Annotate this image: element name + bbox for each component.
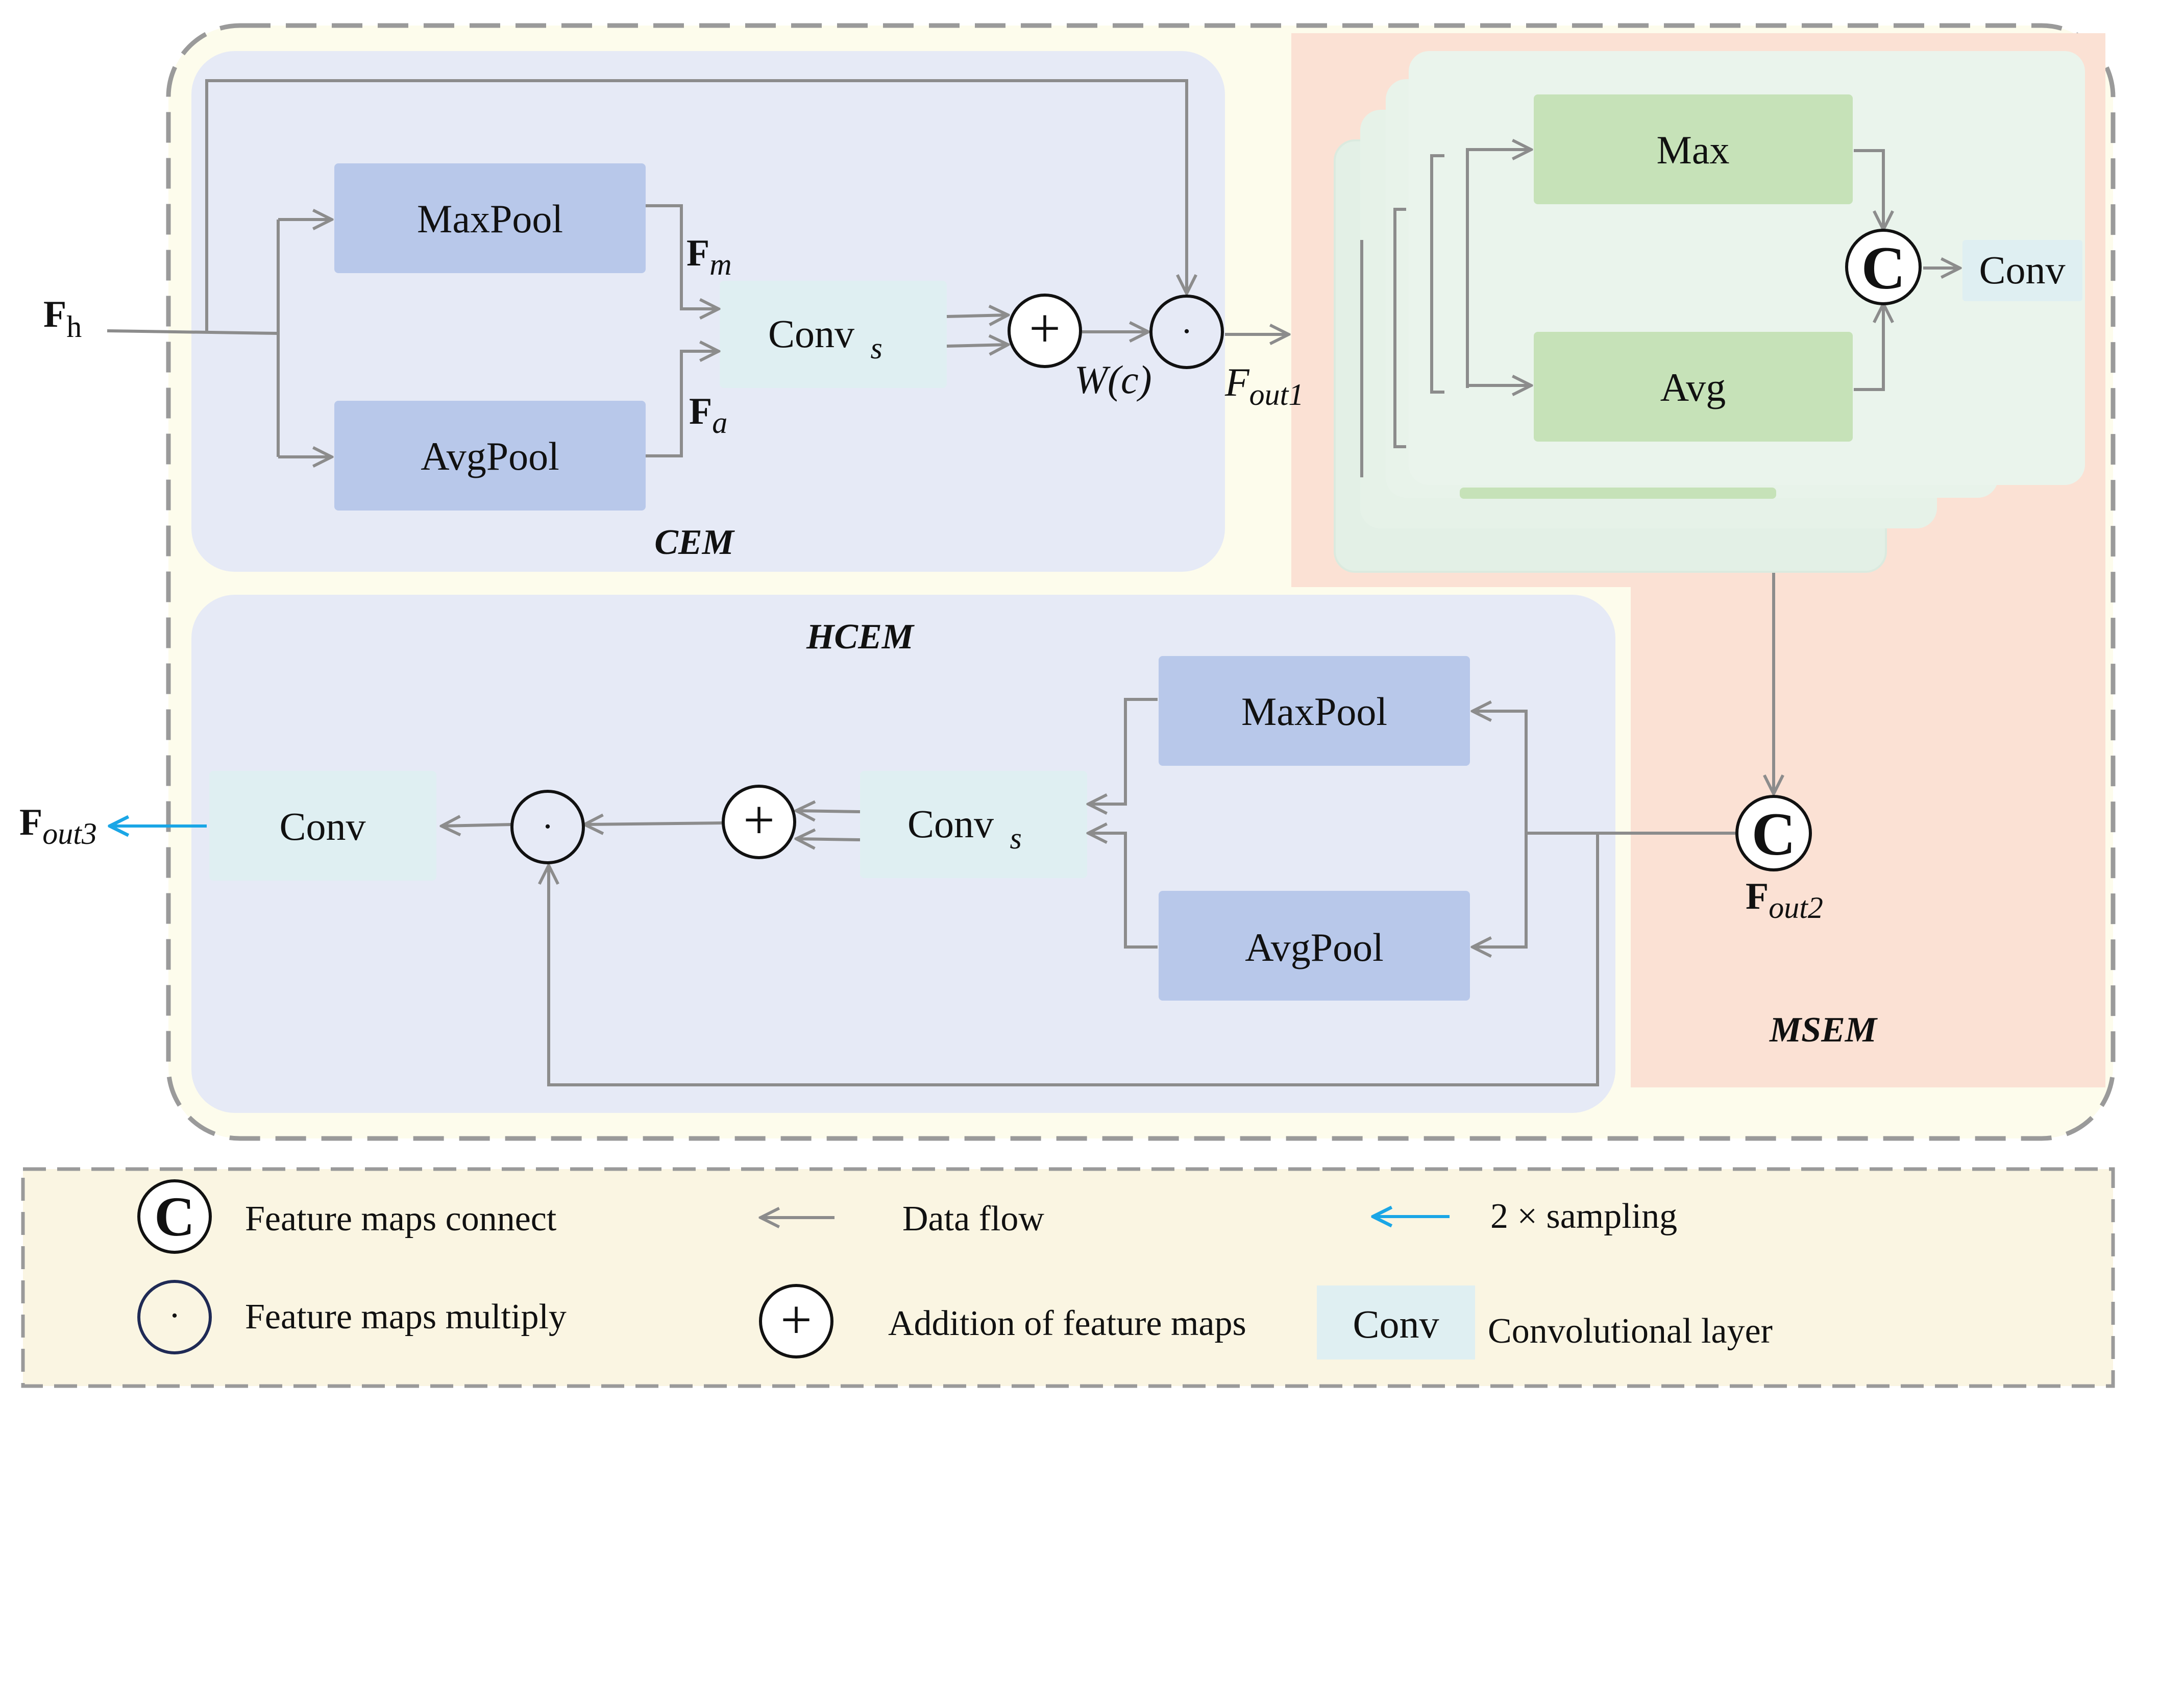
msem-concat-symbol: C bbox=[1861, 234, 1906, 302]
legend-conv-box bbox=[1317, 1285, 1475, 1360]
msem-avg-label: Avg bbox=[1660, 365, 1726, 409]
cem-add-symbol: + bbox=[1029, 297, 1061, 359]
hcem-add-operator: + bbox=[722, 785, 796, 859]
cem-conv-s-label: Conv s bbox=[768, 311, 882, 365]
legend-conv-label: Convolutional layer bbox=[1488, 1312, 1773, 1351]
legend-data-flow-label: Data flow bbox=[902, 1199, 1044, 1239]
f-out2-label: Fout2 bbox=[1746, 876, 1823, 925]
msem-flow-lines bbox=[1466, 150, 1960, 794]
legend-conv-box-label: Conv bbox=[1353, 1302, 1439, 1346]
msem-max-label: Max bbox=[1657, 128, 1730, 172]
f-out1-label: Fout1 bbox=[1224, 360, 1304, 411]
legend-add-label: Addition of feature maps bbox=[888, 1304, 1246, 1343]
weight-label: W(c) bbox=[1074, 357, 1152, 402]
legend-concat-label: Feature maps connect bbox=[245, 1199, 557, 1239]
f-m-label: Fm bbox=[686, 232, 732, 281]
msem-conv-label: Conv bbox=[1979, 248, 2065, 292]
msem-output-concat-symbol: C bbox=[1752, 800, 1796, 868]
legend-concat-icon: C bbox=[137, 1179, 212, 1254]
msem-max-block bbox=[1534, 94, 1853, 204]
f-out3-label: Fout3 bbox=[19, 802, 97, 851]
svg-text:+: + bbox=[780, 1289, 812, 1351]
f-h-label: Fh bbox=[43, 294, 82, 344]
hcem-avgpool-label: AvgPool bbox=[1245, 925, 1384, 969]
hcem-multiply-operator: · bbox=[510, 790, 585, 864]
legend-panel bbox=[21, 1167, 2115, 1388]
cem-maxpool-block bbox=[334, 163, 646, 273]
legend-add-icon: + bbox=[759, 1284, 833, 1358]
legend-sampling-label: 2 × sampling bbox=[1490, 1197, 1677, 1236]
cem-avgpool-block bbox=[334, 401, 646, 511]
hcem-conv-block bbox=[209, 771, 436, 881]
hcem-add-symbol: + bbox=[743, 789, 775, 851]
msem-bracket-lines bbox=[1360, 154, 1444, 477]
cem-multiply-symbol: · bbox=[1181, 312, 1192, 351]
hcem-conv-s-block bbox=[860, 771, 1087, 878]
msem-conv-block bbox=[1962, 240, 2082, 301]
hcem-maxpool-block bbox=[1159, 656, 1470, 766]
cem-multiply-operator: · bbox=[1149, 295, 1224, 369]
hcem-title: HCEM bbox=[806, 617, 915, 657]
msem-output-concat-operator: C bbox=[1735, 795, 1812, 871]
hcem-conv-label: Conv bbox=[279, 804, 365, 848]
cem-avgpool-label: AvgPool bbox=[421, 434, 559, 478]
legend-multiply-icon: · bbox=[137, 1280, 212, 1354]
hcem-avgpool-block bbox=[1159, 891, 1470, 1001]
hcem-flow-lines bbox=[441, 698, 1735, 1086]
hcem-conv-s-label: Conv s bbox=[907, 802, 1022, 855]
hcem-maxpool-label: MaxPool bbox=[1241, 689, 1387, 734]
cem-flow-lines bbox=[107, 79, 1289, 457]
cem-title: CEM bbox=[654, 523, 735, 562]
cem-add-operator: + bbox=[1008, 294, 1082, 368]
legend-multiply-label: Feature maps multiply bbox=[245, 1297, 567, 1337]
cem-conv-s-block bbox=[720, 281, 947, 388]
svg-text:·: · bbox=[168, 1296, 180, 1336]
msem-avg-block bbox=[1534, 332, 1853, 442]
f-a-label: Fa bbox=[689, 391, 727, 440]
cem-maxpool-label: MaxPool bbox=[417, 197, 563, 241]
svg-text:C: C bbox=[154, 1185, 194, 1248]
msem-title: MSEM bbox=[1769, 1010, 1878, 1050]
msem-bottom-bar bbox=[1460, 488, 1776, 499]
msem-concat-operator: C bbox=[1845, 229, 1922, 305]
hcem-multiply-symbol: · bbox=[542, 807, 553, 846]
